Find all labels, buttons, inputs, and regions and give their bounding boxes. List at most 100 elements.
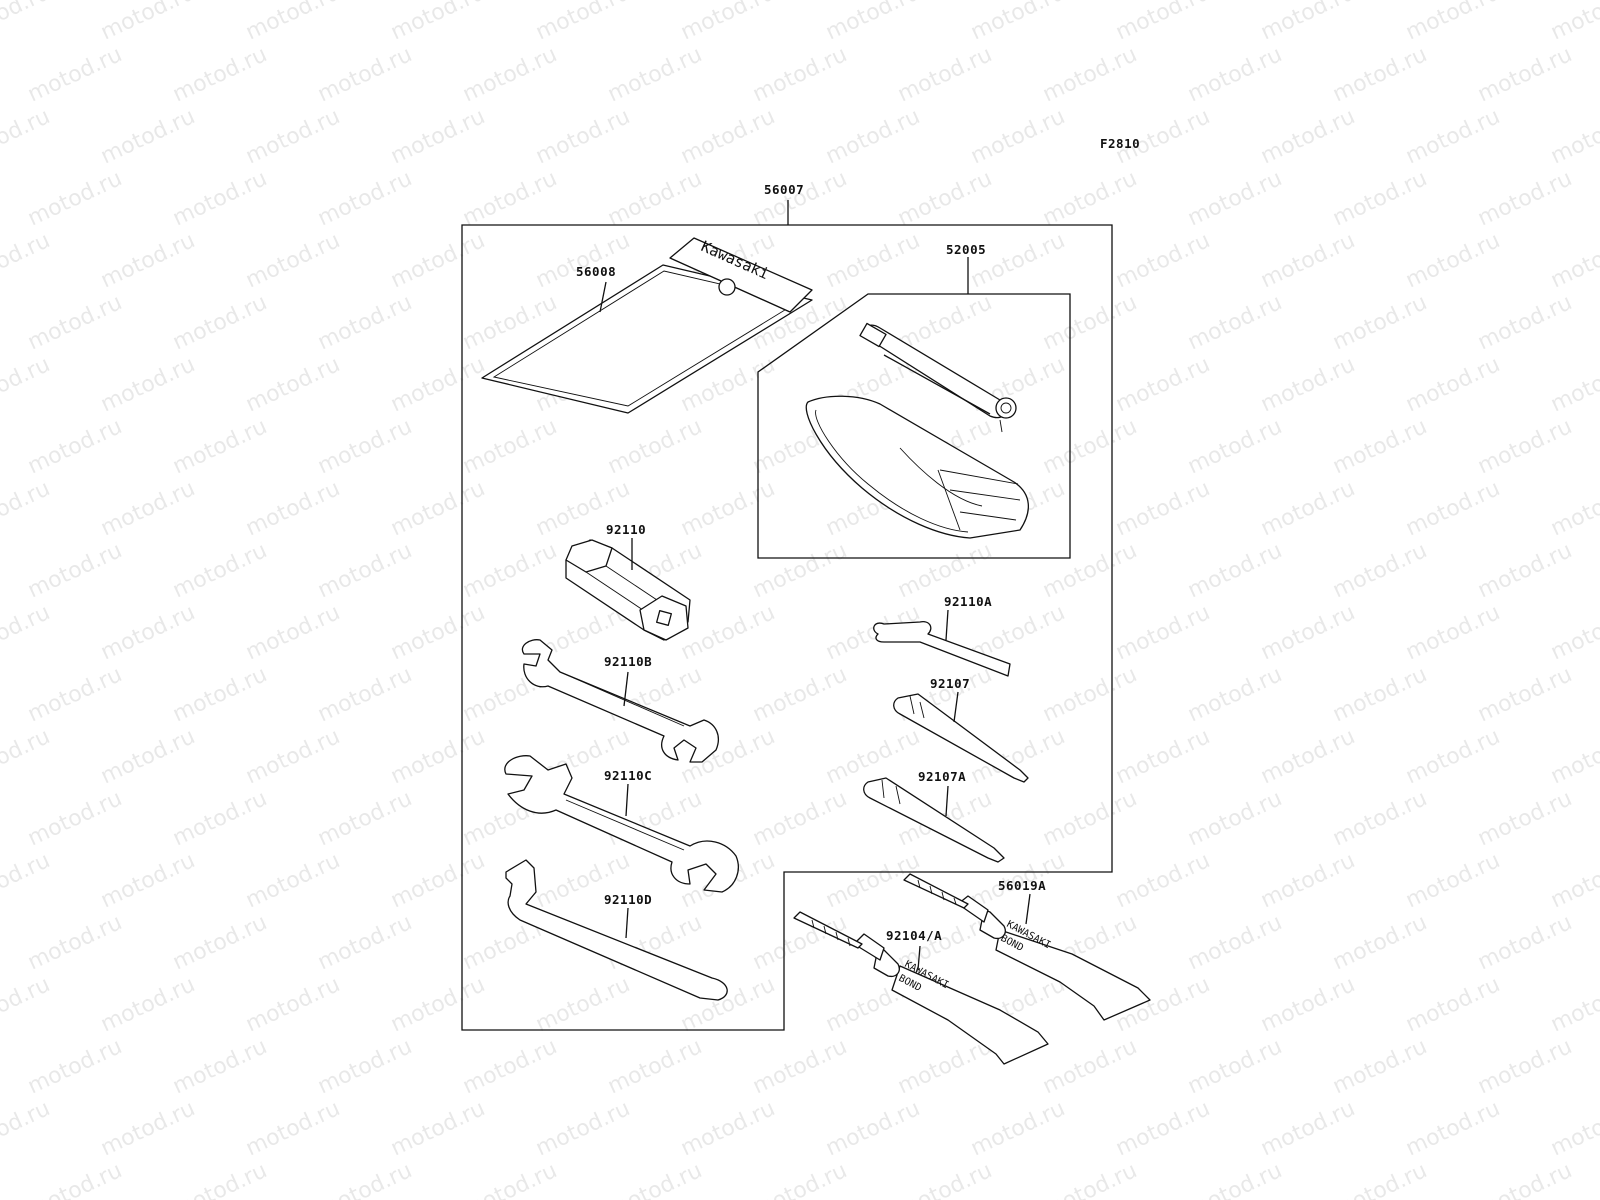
watermark-text: motod.ru (1402, 352, 1504, 417)
watermark-text: motod.ru (604, 42, 706, 107)
screwdriver-92107A (863, 777, 1005, 863)
watermark-text: motod.ru (169, 910, 271, 975)
watermark-text: motod.ru (0, 972, 54, 1037)
watermark-text: motod.ru (1402, 0, 1504, 45)
watermark-text: motod.ru (387, 228, 489, 293)
watermark-text: motod.ru (967, 0, 1069, 45)
watermark-text: motod.ru (169, 414, 271, 479)
watermark-text: motod.ru (1039, 1158, 1141, 1200)
watermark-text: motod.ru (1329, 1158, 1431, 1200)
watermark-text: motod.ru (97, 972, 199, 1037)
watermark-text: motod.ru (822, 104, 924, 169)
watermark-text: motod.ru (24, 538, 126, 603)
watermark-text: motod.ru (1402, 972, 1504, 1037)
watermark-text: motod.ru (242, 848, 344, 913)
watermark-text: motod.ru (387, 104, 489, 169)
watermark-text: motod.ru (1402, 104, 1504, 169)
watermark-text: motod.ru (169, 1158, 271, 1200)
watermark-text: motod.ru (97, 600, 199, 665)
watermark-text: motod.ru (1184, 42, 1286, 107)
watermark-text: motod.ru (1474, 166, 1576, 231)
watermark-text: motod.ru (24, 1034, 126, 1099)
watermark-text: motod.ru (0, 600, 54, 665)
watermark-text: motod.ru (822, 724, 924, 789)
part-labels: 56007 56008 52005 92110 92110A 92110B 92… (576, 182, 1046, 943)
watermark-text: motod.ru (459, 538, 561, 603)
watermark-text: motod.ru (1402, 600, 1504, 665)
watermark-text: motod.ru (387, 476, 489, 541)
watermark-text: motod.ru (1112, 600, 1214, 665)
watermark-text: motod.ru (749, 662, 851, 727)
watermark-text: motod.ru (24, 1158, 126, 1200)
watermark-text: motod.ru (1329, 662, 1431, 727)
watermark-text: motod.ru (24, 166, 126, 231)
watermark-text: motod.ru (459, 42, 561, 107)
watermark-text: motod.ru (314, 42, 416, 107)
watermark-text: motod.ru (242, 352, 344, 417)
watermark-text: motod.ru (314, 1034, 416, 1099)
watermark-text: motod.ru (0, 104, 54, 169)
watermark-text: motod.ru (24, 910, 126, 975)
figure-code: F2810 (1100, 136, 1140, 151)
watermark-text: motod.ru (967, 104, 1069, 169)
watermark-text: motod.ru (97, 724, 199, 789)
part-label-92110D: 92110D (604, 892, 652, 907)
watermark-text: motod.ru (1329, 166, 1431, 231)
watermark-text: motod.ru (1329, 910, 1431, 975)
watermark-text: motod.ru (314, 290, 416, 355)
watermark-text: motod.ru (1329, 1034, 1431, 1099)
watermark-text: motod.ru (169, 662, 271, 727)
part-label-92107: 92107 (930, 676, 970, 691)
watermark-text: motod.ru (97, 104, 199, 169)
watermark-text: motod.ru (169, 1034, 271, 1099)
watermark-text: motod.ru (1039, 786, 1141, 851)
watermark-text: motod.ru (1474, 42, 1576, 107)
watermark-text: motod.ru (1474, 1034, 1576, 1099)
watermark-text: motod.ru (97, 1096, 199, 1161)
watermark-text: motod.ru (314, 1158, 416, 1200)
watermark-text: motod.ru (1547, 972, 1600, 1037)
part-label-92107A: 92107A (918, 769, 966, 784)
watermark-text: motod.ru (1329, 786, 1431, 851)
watermark-text: motod.ru (1112, 476, 1214, 541)
watermark-text: motod.ru (1257, 848, 1359, 913)
watermark-text: motod.ru (677, 600, 779, 665)
watermark-text: motod.ru (749, 42, 851, 107)
watermark-text: motod.ru (604, 1034, 706, 1099)
watermark-text: motod.ru (532, 0, 634, 45)
watermark-text: motod.ru (749, 786, 851, 851)
watermark-text: motod.ru (1257, 104, 1359, 169)
watermark-text: motod.ru (97, 476, 199, 541)
watermark-text: motod.ru (0, 0, 54, 45)
watermark-text: motod.ru (894, 166, 996, 231)
watermark-text: motod.ru (1184, 166, 1286, 231)
watermark-text: motod.ru (0, 476, 54, 541)
watermark-text: motod.ru (1257, 972, 1359, 1037)
part-label-92110A: 92110A (944, 594, 992, 609)
part-label-92110B: 92110B (604, 654, 652, 669)
watermark-text: motod.ru (1547, 228, 1600, 293)
watermark-text: motod.ru (1547, 600, 1600, 665)
watermark-text: motod.ru (387, 0, 489, 45)
watermark-text: motod.ru (1402, 848, 1504, 913)
part-label-52005: 52005 (946, 242, 986, 257)
toolkit-outline (461, 224, 1113, 1031)
watermark-text: motod.ru (242, 104, 344, 169)
watermark-text: motod.ru (0, 724, 54, 789)
watermark-text: motod.ru (822, 0, 924, 45)
part-label-92104A: 92104/A (886, 928, 942, 943)
watermark-text: motod.ru (169, 786, 271, 851)
watermark-text: motod.ru (1402, 724, 1504, 789)
watermark-text: motod.ru (459, 414, 561, 479)
watermark-text: motod.ru (24, 786, 126, 851)
watermark-text: motod.ru (749, 538, 851, 603)
watermark-text: motod.ru (314, 538, 416, 603)
watermark-text: motod.ru (749, 1034, 851, 1099)
part-label-56008: 56008 (576, 264, 616, 279)
part-label-92110: 92110 (606, 522, 646, 537)
watermark-text: motod.ru (242, 724, 344, 789)
watermark-text: motod.ru (1257, 228, 1359, 293)
watermark-text: motod.ru (242, 600, 344, 665)
watermark-text: motod.ru (387, 972, 489, 1037)
